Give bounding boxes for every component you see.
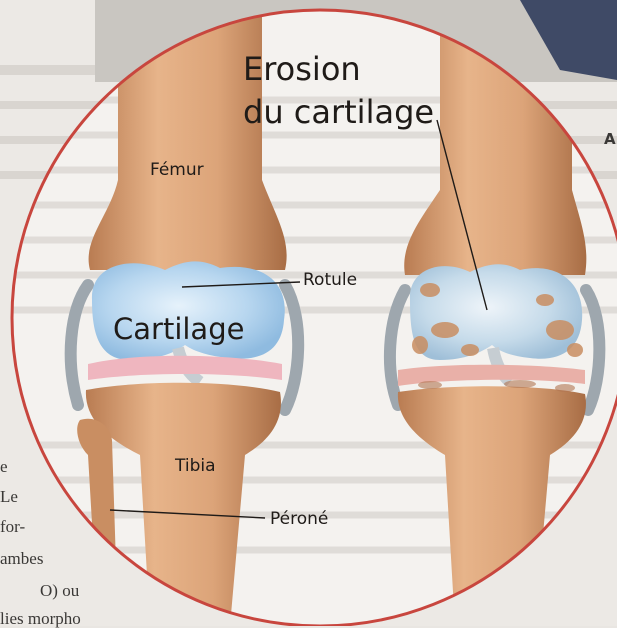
title-line-1: Erosion [243,50,361,88]
page-fragment-line-2: Le [0,488,18,505]
page-fragment-line-3: for- [0,518,25,535]
page-fragment-line-4: ambes [0,550,43,567]
label-cartilage: Cartilage [113,312,244,346]
cartilage-eroded [410,264,582,360]
title-line-2: du cartilage [243,93,434,131]
page-fragment-right: A [604,132,616,147]
label-femur: Fémur [150,160,204,180]
label-rotule: Rotule [303,270,357,290]
page-fragment-line-6: lies morpho [0,610,81,627]
label-tibia: Tibia [174,456,216,476]
page-fragment-line-1: e [0,458,8,475]
page-fragment-line-5: O) ou [40,582,79,599]
label-perone: Péroné [270,509,328,529]
